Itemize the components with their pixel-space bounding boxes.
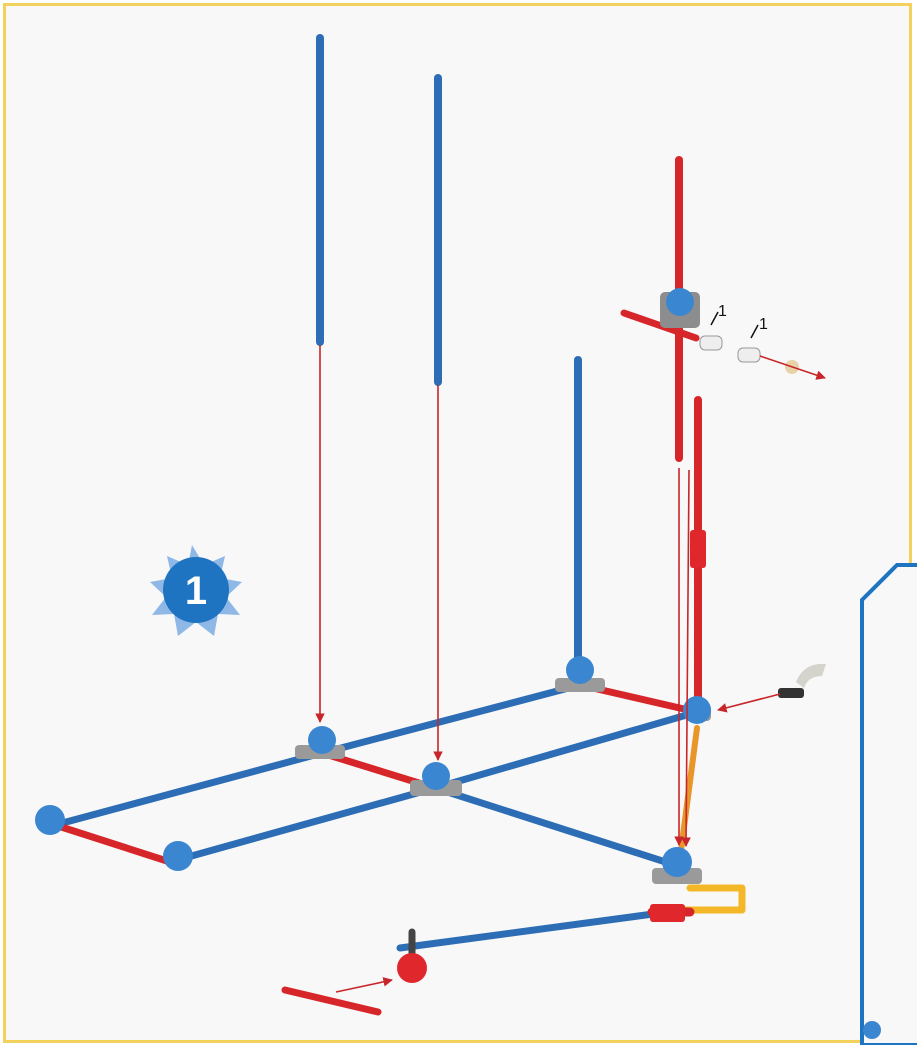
connector-icon xyxy=(778,663,826,698)
arrow-icon xyxy=(717,693,781,713)
connector-icon xyxy=(652,847,702,884)
page-frame xyxy=(3,3,912,1043)
connector-icon xyxy=(35,805,65,835)
connector-icon xyxy=(410,762,462,796)
blue-rod xyxy=(318,681,584,757)
connector-icon xyxy=(683,696,711,724)
orange-rod xyxy=(677,725,700,861)
step-number: 1 xyxy=(185,569,207,613)
inset-panel xyxy=(860,563,917,1045)
blue-rod xyxy=(431,708,701,792)
connector-icon xyxy=(555,656,605,692)
step-badge-icon: 1 xyxy=(150,545,242,636)
blue-rod xyxy=(166,784,439,866)
red-rod xyxy=(51,821,174,866)
red-rod xyxy=(281,986,382,1016)
vertical-rods xyxy=(316,34,702,966)
blue-rod xyxy=(51,749,326,829)
spacer-icon xyxy=(699,335,723,351)
blue-rod xyxy=(396,908,672,952)
connector-icon xyxy=(690,530,706,568)
connectors xyxy=(35,288,826,983)
connector-icon xyxy=(295,726,345,759)
spacers: 1 1 xyxy=(699,303,799,374)
red-rod xyxy=(620,309,700,342)
arrow-icon xyxy=(681,469,691,847)
connector-icon xyxy=(660,288,700,328)
connector-icon xyxy=(163,841,193,871)
quantity-label: 1 xyxy=(718,303,727,320)
quantity-label: 1 xyxy=(759,316,768,333)
assembly-arrows xyxy=(315,345,826,993)
connector-icon xyxy=(397,953,427,983)
connector-icon xyxy=(650,904,685,922)
blue-rod xyxy=(431,784,682,870)
arrow-icon xyxy=(335,977,393,993)
inset-connector-icon xyxy=(863,1021,881,1039)
spacer-icon xyxy=(737,347,761,363)
arrow-icon xyxy=(759,355,826,380)
yellow-corner-rod xyxy=(666,884,746,914)
